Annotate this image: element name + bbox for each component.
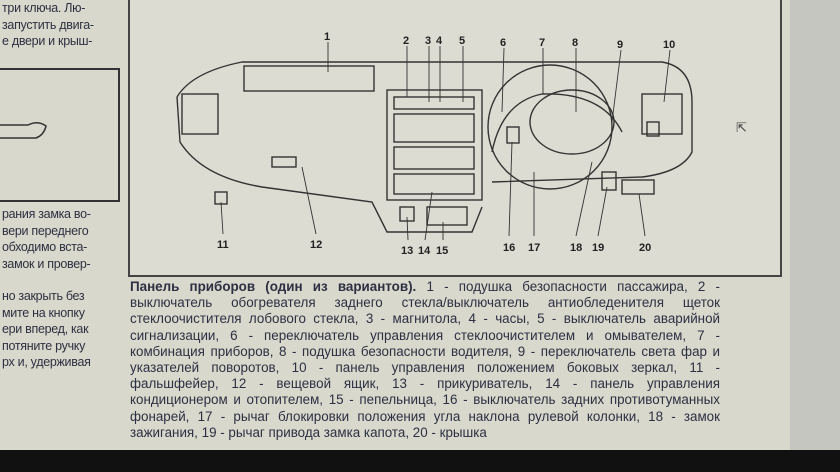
text-line: вери переднего xyxy=(2,223,89,238)
callout-10: 10 xyxy=(663,39,675,51)
callout-14: 14 xyxy=(418,245,431,257)
callout-12: 12 xyxy=(310,239,322,251)
caption-text: 1 - подушка безопасности пассажира, 2 - … xyxy=(130,279,720,440)
text-line: но закрыть без xyxy=(2,289,85,303)
text-line: ери вперед, как xyxy=(2,322,89,336)
callout-18: 18 xyxy=(570,242,582,254)
text-line: замок и провер- xyxy=(2,256,91,271)
window-margin xyxy=(790,0,840,452)
text-line: обходимо вста- xyxy=(2,240,88,254)
mouse-cursor-icon: ⇱ xyxy=(736,120,747,135)
callout-9: 9 xyxy=(617,39,623,51)
document-page: три ключа. Лю- запустить двига- е двери … xyxy=(0,0,782,441)
callout-6: 6 xyxy=(500,37,506,49)
text-line: рх и, удерживая xyxy=(2,355,91,369)
text-line: е двери и крыш- xyxy=(2,34,93,48)
text-line: запустить двига- xyxy=(2,17,94,32)
figure-caption: Панель приборов (один из вариантов). 1 -… xyxy=(130,279,720,441)
text-line: мите на кнопку xyxy=(2,305,85,320)
dashboard-diagram: 1 2 3 4 5 6 7 8 9 10 11 12 13 14 15 16 1… xyxy=(128,0,782,277)
left-column-text: три ключа. Лю- запустить двига- е двери … xyxy=(0,0,126,380)
callout-15: 15 xyxy=(436,245,448,257)
text-line: потяните ручку xyxy=(2,338,86,353)
callout-7: 7 xyxy=(539,37,545,49)
monitor-bezel xyxy=(0,450,840,472)
text-line: три ключа. Лю- xyxy=(2,1,86,15)
callout-11: 11 xyxy=(217,239,229,251)
callout-16: 16 xyxy=(503,242,515,254)
callout-20: 20 xyxy=(639,242,651,254)
caption-title: Панель приборов (один из вариантов). xyxy=(130,279,417,294)
callout-19: 19 xyxy=(592,242,604,254)
callout-17: 17 xyxy=(528,242,540,254)
callout-1: 1 xyxy=(324,31,330,43)
callout-5: 5 xyxy=(459,35,465,47)
callout-8: 8 xyxy=(572,37,578,49)
callout-4: 4 xyxy=(436,35,443,47)
key-icon xyxy=(0,122,47,139)
callout-3: 3 xyxy=(425,35,431,47)
dashboard-drawing: 1 2 3 4 5 6 7 8 9 10 11 12 13 14 15 16 1… xyxy=(176,31,693,257)
callout-2: 2 xyxy=(403,35,409,47)
callout-13: 13 xyxy=(401,245,413,257)
text-line: рания замка во- xyxy=(2,207,91,221)
key-figure xyxy=(0,68,120,202)
